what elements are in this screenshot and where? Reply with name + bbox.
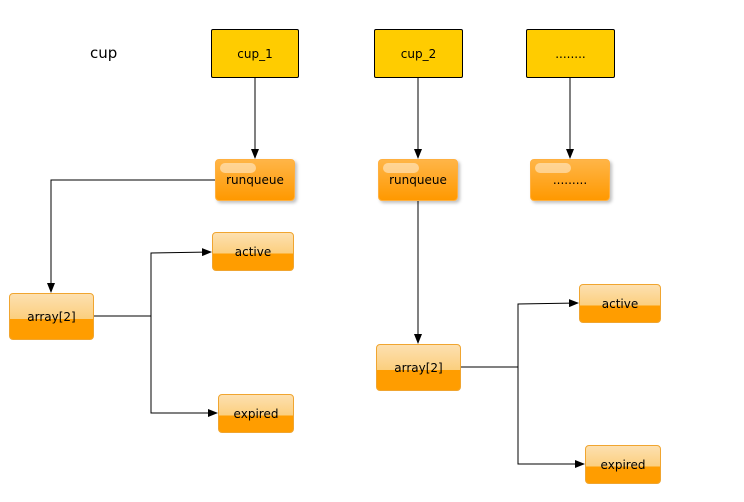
edge-runqueue1-array1 xyxy=(47,179,215,293)
array-node-1: array[2] xyxy=(9,293,94,340)
edge-array1-active1 xyxy=(94,248,212,317)
cpu-node-2-label: cup_2 xyxy=(400,46,437,61)
array-node-1-label: array[2] xyxy=(27,309,76,324)
edge-array2-expired2 xyxy=(517,367,585,468)
expired-node-2-label: expired xyxy=(600,457,646,472)
expired-node-1-label: expired xyxy=(233,406,279,421)
runqueue-node-2: runqueue xyxy=(378,159,458,201)
active-node-2: active xyxy=(579,284,661,323)
runqueue-node-1-label: runqueue xyxy=(226,173,284,187)
array-node-2: array[2] xyxy=(376,344,461,391)
edge-array1-expired1 xyxy=(150,316,218,417)
cpu-node-2: cup_2 xyxy=(374,29,463,78)
diagram-title: cup xyxy=(90,44,118,62)
array-node-2-label: array[2] xyxy=(394,360,443,375)
edge-array2-active2 xyxy=(461,299,579,368)
cpu-node-1-label: cup_1 xyxy=(237,46,273,61)
active-node-1: active xyxy=(212,232,294,271)
expired-node-1: expired xyxy=(218,394,294,433)
active-node-1-label: active xyxy=(234,244,272,259)
cpu-node-3-label: ........ xyxy=(555,46,586,61)
runqueue-node-3: ......... xyxy=(530,159,610,201)
expired-node-2: expired xyxy=(585,445,661,484)
runqueue-node-1: runqueue xyxy=(215,159,295,201)
cpu-node-3: ........ xyxy=(526,29,615,78)
runqueue-node-3-label: ......... xyxy=(552,173,588,187)
active-node-2-label: active xyxy=(601,296,639,311)
cpu-node-1: cup_1 xyxy=(211,29,299,78)
runqueue-node-2-label: runqueue xyxy=(389,173,447,187)
